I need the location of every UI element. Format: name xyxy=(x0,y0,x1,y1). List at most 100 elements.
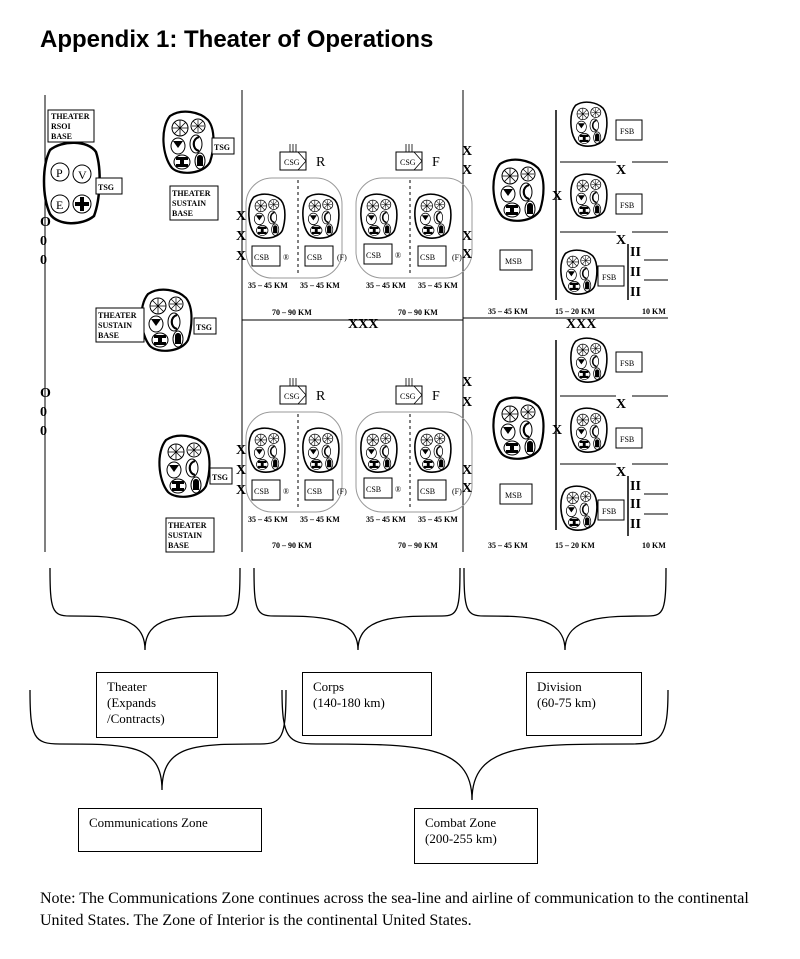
rsoi-cell-p: P xyxy=(56,166,63,180)
page-title: Appendix 1: Theater of Operations xyxy=(40,26,434,53)
x-mark: X xyxy=(236,443,246,458)
dist-label: 35 – 45 KM xyxy=(366,515,406,524)
division-box-line-2: (60-75 km) xyxy=(537,695,596,710)
csb-top-4: CSB xyxy=(420,253,435,262)
x-mark: X xyxy=(236,483,246,498)
dist-label: 10 KM xyxy=(642,307,666,316)
corps-box: Corps (140-180 km) xyxy=(302,672,432,736)
rsoi-label-3: BASE xyxy=(51,132,72,141)
theater-box-line-2: (Expands xyxy=(107,695,157,710)
sustain-1-line-3: BASE xyxy=(172,209,193,218)
theater-box: Theater (Expands /Contracts) xyxy=(96,672,218,738)
sea-mark-5: 0 xyxy=(40,405,47,420)
sustain-2-line-2: SUSTAIN xyxy=(98,321,132,330)
division-box: Division (60-75 km) xyxy=(526,672,642,736)
combat-zone-box-line-2: (200-255 km) xyxy=(425,831,497,846)
sustain-3-line-2: SUSTAIN xyxy=(168,531,202,540)
theater-box-line-3: /Contracts) xyxy=(107,711,165,726)
fsb-bottom-1: FSB xyxy=(620,359,634,368)
csb-bottom-1: CSB xyxy=(254,487,269,496)
csg-label-f-top: CSG xyxy=(400,158,416,167)
x-mark: X xyxy=(616,233,626,248)
dist-label: 15 – 20 KM xyxy=(555,541,595,550)
sustain-1-line-1: THEATER xyxy=(172,189,211,198)
theater-sustain-base-icon xyxy=(140,288,193,352)
csb-bottom-3: CSB xyxy=(366,485,381,494)
brace-comm-zone xyxy=(29,689,287,791)
ii-mark: II xyxy=(630,497,641,512)
rsoi-cell-v: V xyxy=(78,168,87,182)
sea-mark-4: O xyxy=(40,386,51,401)
dist-label: 35 – 45 KM xyxy=(488,541,528,550)
x-mark: X xyxy=(462,395,472,410)
rsoi-label-1: THEATER xyxy=(51,112,90,121)
csg-label-r-bottom: CSG xyxy=(284,392,300,401)
x-mark: X xyxy=(462,463,472,478)
csg-f-bottom: F xyxy=(432,389,440,404)
theater-box-line-1: Theater xyxy=(107,679,147,694)
x-mark: X xyxy=(552,423,562,438)
ii-mark: II xyxy=(630,285,641,300)
sustain-2-line-1: THEATER xyxy=(98,311,137,320)
x-mark: X xyxy=(616,397,626,412)
xxx-mark: XXX xyxy=(348,317,378,332)
csb-bottom-4-sub: (F) xyxy=(452,487,462,496)
xxx-mark: XXX xyxy=(566,317,596,332)
dist-label: 70 – 90 KM xyxy=(398,308,438,317)
rsoi-label-2: RSOI xyxy=(51,122,71,131)
x-mark: X xyxy=(616,465,626,480)
dist-label: 15 – 20 KM xyxy=(555,307,595,316)
fsb-top-1: FSB xyxy=(620,127,634,136)
fsb-top-3: FSB xyxy=(602,273,616,282)
brace-division xyxy=(463,567,667,651)
csb-top-1-sub: ® xyxy=(283,253,289,262)
dist-label: 35 – 45 KM xyxy=(488,307,528,316)
csb-bottom-1-sub: ® xyxy=(283,487,289,496)
csb-bottom-2: CSB xyxy=(307,487,322,496)
sustain-3-line-3: BASE xyxy=(168,541,189,550)
x-mark: X xyxy=(462,481,472,496)
msb-top: MSB xyxy=(505,257,522,266)
csb-bottom-2-sub: (F) xyxy=(337,487,347,496)
sustain-2-line-3: BASE xyxy=(98,331,119,340)
division-box-line-1: Division xyxy=(537,679,582,694)
dist-label: 35 – 45 KM xyxy=(300,515,340,524)
csg-label-f-bottom: CSG xyxy=(400,392,416,401)
footnote: Note: The Communications Zone continues … xyxy=(40,890,749,929)
csb-bottom-4: CSB xyxy=(420,487,435,496)
sea-mark-2: 0 xyxy=(40,234,47,249)
dist-label: 70 – 90 KM xyxy=(272,308,312,317)
csb-top-2-sub: (F) xyxy=(337,253,347,262)
x-mark: X xyxy=(462,375,472,390)
corps-box-line-2: (140-180 km) xyxy=(313,695,385,710)
rsoi-cell-e: E xyxy=(56,198,63,212)
csb-top-4-sub: (F) xyxy=(452,253,462,262)
comm-zone-box-line-1: Communications Zone xyxy=(89,815,208,830)
fsb-bottom-3: FSB xyxy=(602,507,616,516)
brace-combat-zone xyxy=(281,689,669,801)
x-mark: X xyxy=(462,229,472,244)
ii-mark: II xyxy=(630,479,641,494)
x-mark: X xyxy=(236,209,246,224)
csg-f-top: F xyxy=(432,155,440,170)
brace-corps xyxy=(253,567,461,651)
dist-label: 35 – 45 KM xyxy=(418,281,458,290)
tsg-label-2: TSG xyxy=(196,323,212,332)
dist-label: 35 – 45 KM xyxy=(248,281,288,290)
x-mark: X xyxy=(236,463,246,478)
dist-label: 35 – 45 KM xyxy=(366,281,406,290)
combat-zone-box-line-1: Combat Zone xyxy=(425,815,497,830)
dist-label: 35 – 45 KM xyxy=(418,515,458,524)
dist-label: 35 – 45 KM xyxy=(248,515,288,524)
corps-bottom-row: CSG R CSG F CSB ® CSB (F) CSB ® CSB (F) … xyxy=(236,377,473,550)
x-mark: X xyxy=(236,229,246,244)
dist-label: 35 – 45 KM xyxy=(300,281,340,290)
fsb-bottom-2: FSB xyxy=(620,435,634,444)
ii-mark: II xyxy=(630,245,641,260)
sea-mark-6: 0 xyxy=(40,424,47,439)
sea-mark-3: 0 xyxy=(40,253,47,268)
comm-zone-box: Communications Zone xyxy=(78,808,262,852)
sea-mark-1: O xyxy=(40,215,51,230)
csg-r-bottom: R xyxy=(316,389,326,404)
csb-top-2: CSB xyxy=(307,253,322,262)
